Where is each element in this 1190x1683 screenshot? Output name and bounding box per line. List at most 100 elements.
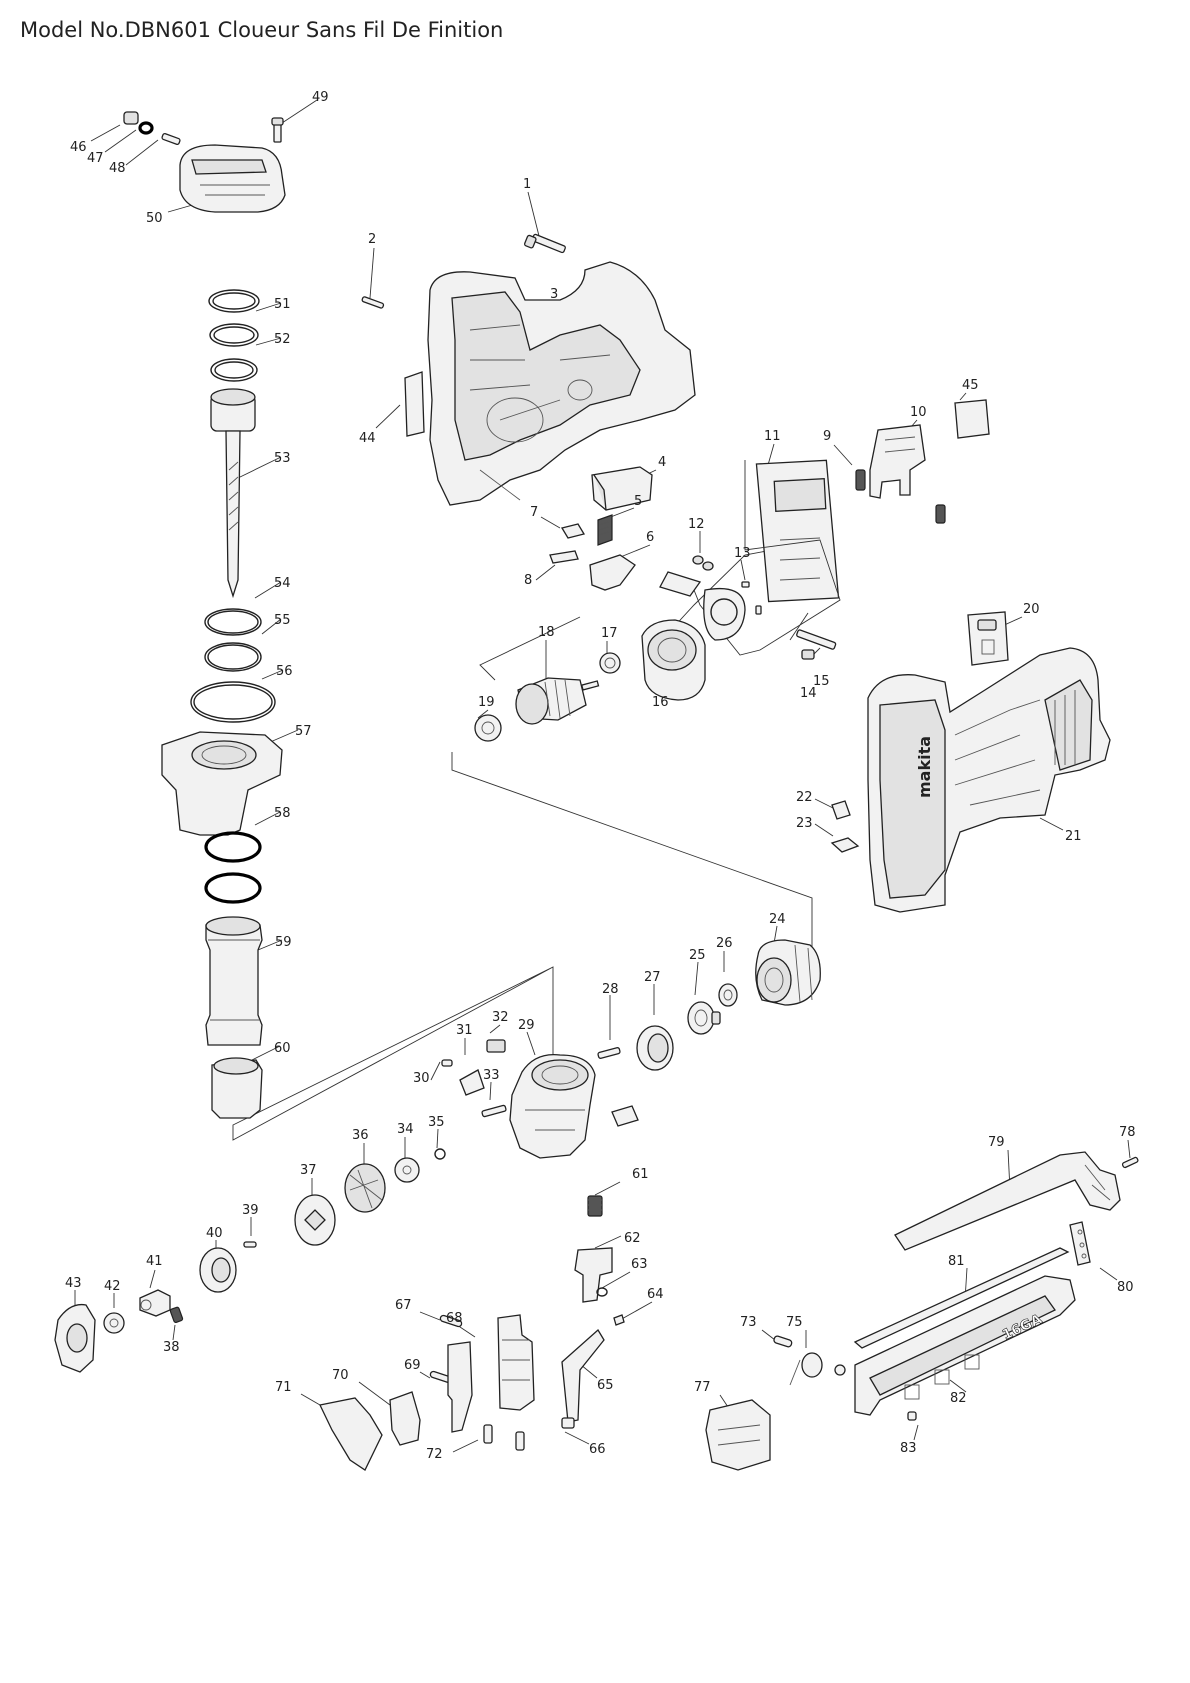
part-label: 54: [274, 576, 291, 591]
part-label: 58: [274, 806, 291, 821]
part-label: 5: [634, 494, 642, 509]
parts-34-36: [344, 1148, 446, 1213]
part-label: 25: [689, 948, 706, 963]
part-label: 30: [413, 1071, 430, 1086]
part-label: 42: [104, 1279, 121, 1294]
parts-30-33: [441, 1039, 507, 1118]
part-label: 69: [404, 1358, 421, 1373]
part-label: 41: [146, 1254, 163, 1269]
part-label: 31: [456, 1023, 473, 1038]
part-label: 68: [446, 1311, 463, 1326]
small-parts-12-15: [659, 555, 837, 660]
page-title: Model No.DBN601 Cloueur Sans Fil De Fini…: [20, 18, 504, 42]
part-label: 75: [786, 1315, 803, 1330]
screws-top: [361, 233, 566, 309]
part-label: 81: [948, 1254, 965, 1269]
housing-right: makita: [867, 647, 1111, 913]
part-label: 48: [109, 161, 126, 176]
part-label: 78: [1119, 1125, 1136, 1140]
bearing-26: [718, 983, 738, 1007]
stator: [641, 619, 706, 701]
part-label: 51: [274, 297, 291, 312]
part-label: 6: [646, 530, 654, 545]
part-label: 22: [796, 790, 813, 805]
piston-driver: [210, 388, 256, 599]
part-label: 50: [146, 211, 163, 226]
part-label: 19: [478, 695, 495, 710]
part-label: 60: [274, 1041, 291, 1056]
circuit-board: [755, 459, 840, 603]
washer-37: [294, 1194, 336, 1246]
terminal-cover: [967, 611, 1009, 666]
part-label: 61: [632, 1167, 649, 1182]
part-label: 37: [300, 1163, 317, 1178]
part-label: 11: [764, 429, 781, 444]
part-label: 4: [658, 455, 666, 470]
part-label: 62: [624, 1231, 641, 1246]
part-label: 77: [694, 1380, 711, 1395]
switch-plate: [855, 424, 946, 524]
part-label: 10: [910, 405, 927, 420]
parts-78-80: [894, 1151, 1139, 1266]
part-label: 8: [524, 573, 532, 588]
parts-73-77: [705, 1335, 823, 1471]
part-label: 64: [647, 1287, 664, 1302]
part-label: 53: [274, 451, 291, 466]
part-label: 14: [800, 686, 817, 701]
bearing-19: [474, 714, 502, 742]
part-label: 18: [538, 625, 555, 640]
part-label: 40: [206, 1226, 223, 1241]
part-label: 47: [87, 151, 104, 166]
part-label: 15: [813, 674, 830, 689]
parts-67-72: [319, 1314, 535, 1471]
part-label: 38: [163, 1340, 180, 1355]
parts-22-23: [830, 800, 860, 853]
part-label: 27: [644, 970, 661, 985]
part-label: 36: [352, 1128, 369, 1143]
part-label: 67: [395, 1298, 412, 1313]
part-label: 34: [397, 1122, 414, 1137]
part-label: 35: [428, 1115, 445, 1130]
screw-28: [597, 1047, 621, 1059]
part-label: 52: [274, 332, 291, 347]
part-label: 70: [332, 1368, 349, 1383]
part-label: 59: [275, 935, 292, 950]
rotor: [515, 677, 600, 725]
seal-27: [636, 1025, 674, 1071]
part-label: 39: [242, 1203, 259, 1218]
part-label: 33: [483, 1068, 500, 1083]
part-label: 1: [523, 177, 531, 192]
part-label: 44: [359, 431, 376, 446]
part-label: 80: [1117, 1280, 1134, 1295]
part-label: 2: [368, 232, 376, 247]
part-label: 43: [65, 1276, 82, 1291]
housing-left: [427, 261, 696, 506]
orings-58: [204, 831, 262, 904]
part-label: 32: [492, 1010, 509, 1025]
part-label: 56: [276, 664, 293, 679]
part-label: 83: [900, 1441, 917, 1456]
gear-housing-24: [755, 939, 821, 1006]
part-label: 82: [950, 1391, 967, 1406]
part-label: 46: [70, 140, 87, 155]
part-label: 57: [295, 724, 312, 739]
bearing-17: [599, 652, 621, 674]
part-label: 9: [823, 429, 831, 444]
part-label: 73: [740, 1315, 757, 1330]
cylinder-block: [509, 1053, 639, 1159]
part-label: 49: [312, 90, 329, 105]
part-label: 13: [734, 546, 751, 561]
parts-61-66: [561, 1195, 625, 1429]
part-label: 23: [796, 816, 813, 831]
part-label: 3: [550, 287, 558, 302]
part-label: 24: [769, 912, 786, 927]
part-label: 66: [589, 1442, 606, 1457]
part-label: 63: [631, 1257, 648, 1272]
bumper-60: [211, 1057, 263, 1119]
part-number-labels: 1 2 3 4 5 6 7 8 9 10 11 12 13 14 15 16 1…: [65, 90, 1136, 1462]
part-label: 12: [688, 517, 705, 532]
label-sticker: [404, 371, 425, 437]
switch-parts: [549, 466, 653, 591]
part-label: 79: [988, 1135, 1005, 1150]
